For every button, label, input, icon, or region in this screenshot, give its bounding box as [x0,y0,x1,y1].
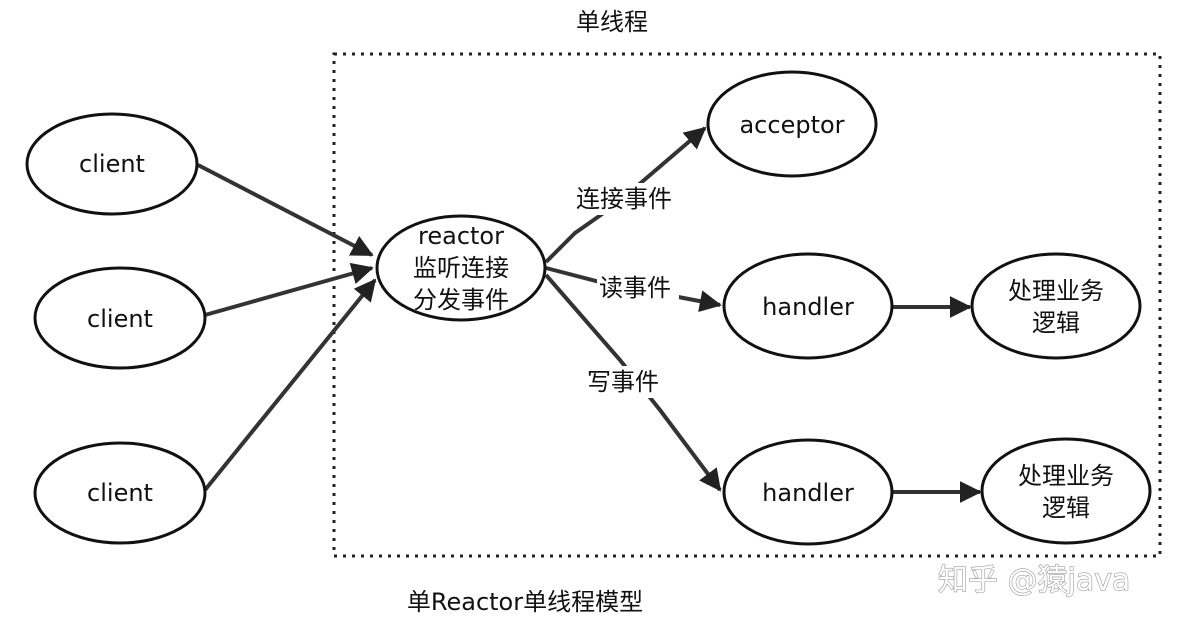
svg-text:写事件: 写事件 [587,368,659,396]
svg-text:读事件: 读事件 [599,274,671,302]
logic-label-line2: 逻辑 [1042,494,1090,522]
edge-client1-reactor [197,163,374,257]
edge-label-write: 写事件 [585,366,679,398]
client-node: client [25,112,199,216]
edge-client2-reactor [204,262,374,317]
diagram-caption: 单Reactor单线程模型 [407,588,643,616]
handler-label: handler [762,479,854,507]
client-label: client [87,305,153,333]
client-label: client [79,150,145,178]
zhihu-watermark: 知乎 @猿java [938,563,1130,598]
handler-label: handler [762,293,854,321]
client-node: client [33,266,207,370]
edge-label-read: 读事件 [597,272,679,304]
edge-client3-reactor [203,278,377,492]
single-thread-title: 单线程 [576,8,648,36]
client-node: client [33,441,207,545]
logic-label-line2: 逻辑 [1032,309,1080,337]
edge-reactor-acceptor [544,126,707,264]
reactor-node: reactor 监听连接 分发事件 [375,214,547,322]
acceptor-label: acceptor [739,111,844,139]
edge-label-connect: 连接事件 [574,183,680,215]
business-logic-node: 处理业务 逻辑 [970,252,1142,360]
logic-label-line1: 处理业务 [1008,277,1104,305]
reactor-label-line3: 分发事件 [413,286,509,314]
acceptor-node: acceptor [706,70,878,178]
client-label: client [87,479,153,507]
svg-text:连接事件: 连接事件 [576,185,672,213]
logic-label-line1: 处理业务 [1018,462,1114,490]
handler-node: handler [722,438,894,546]
business-logic-node: 处理业务 逻辑 [980,437,1152,545]
reactor-label-line1: reactor [418,222,504,250]
handler-node: handler [722,252,894,360]
thread-boundary [332,52,1162,558]
reactor-label-line2: 监听连接 [413,254,509,282]
